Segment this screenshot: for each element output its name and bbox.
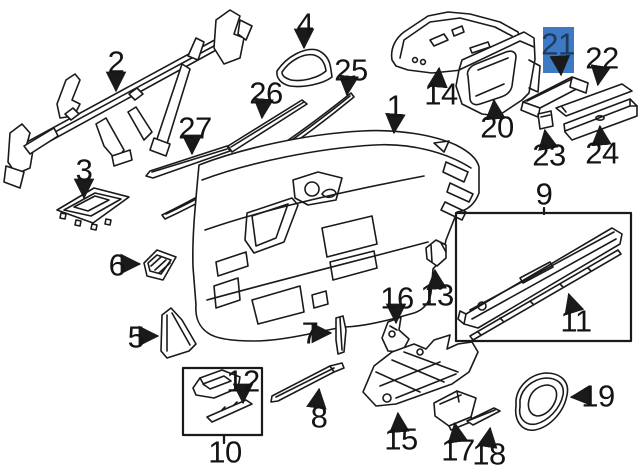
part-label-1[interactable]: 1 [386, 88, 404, 124]
part-2-drawing [3, 9, 253, 189]
part-5-drawing [160, 307, 197, 359]
callout-arrows [73, 28, 612, 449]
part-24-drawing [563, 98, 638, 141]
part-label-27[interactable]: 27 [178, 110, 212, 146]
part-label-4[interactable]: 4 [296, 6, 314, 42]
part-label-21-selected[interactable]: 21 [541, 26, 575, 62]
part-label-2[interactable]: 2 [107, 44, 125, 80]
part-label-10[interactable]: 10 [208, 434, 242, 470]
part-3-drawing [56, 187, 130, 231]
part-label-3[interactable]: 3 [75, 152, 93, 188]
part-15-drawing [362, 334, 479, 407]
part-label-17[interactable]: 17 [441, 432, 475, 468]
part-label-13[interactable]: 13 [420, 277, 454, 313]
part-18-drawing [466, 407, 501, 426]
part-8-drawing [270, 362, 345, 403]
part-label-7[interactable]: 7 [301, 315, 319, 351]
part-label-22[interactable]: 22 [585, 40, 619, 76]
part-label-20[interactable]: 20 [480, 109, 514, 145]
part-label-26[interactable]: 26 [249, 75, 283, 111]
part-21-drawing [520, 76, 589, 118]
part-label-8[interactable]: 8 [310, 399, 328, 435]
part-7-drawing [335, 315, 347, 355]
part-label-14[interactable]: 14 [424, 76, 458, 112]
part-label-6[interactable]: 6 [108, 247, 126, 283]
part-11-drawing [469, 249, 622, 341]
part-19-drawing [514, 372, 569, 431]
part-6-drawing [143, 249, 177, 281]
part-27-drawing [145, 145, 231, 179]
part-label-25[interactable]: 25 [334, 52, 368, 88]
part-22-drawing [555, 83, 633, 117]
part-label-24[interactable]: 24 [585, 135, 619, 171]
part-label-16[interactable]: 16 [380, 280, 414, 316]
part-label-19[interactable]: 19 [581, 378, 615, 414]
part-12-drawing [206, 399, 253, 423]
part-label-18[interactable]: 18 [472, 436, 506, 471]
part-20-drawing [455, 31, 541, 117]
part-1-drawing [192, 129, 480, 342]
part-23-drawing [537, 110, 554, 130]
group-box-9-11 [454, 211, 633, 343]
part-label-5[interactable]: 5 [127, 319, 145, 355]
group-box-10-12 [181, 366, 264, 437]
part-label-9[interactable]: 9 [535, 176, 553, 212]
part-13-drawing [425, 239, 447, 267]
part-10-drawing [192, 369, 241, 399]
part-26-drawing [227, 99, 308, 153]
part-4-drawing [276, 48, 333, 88]
part-label-12[interactable]: 12 [226, 363, 260, 399]
part-label-23[interactable]: 23 [532, 137, 566, 173]
part-label-15[interactable]: 15 [384, 421, 418, 457]
part-9-drawing [457, 227, 623, 329]
part-label-11[interactable]: 11 [560, 303, 592, 339]
